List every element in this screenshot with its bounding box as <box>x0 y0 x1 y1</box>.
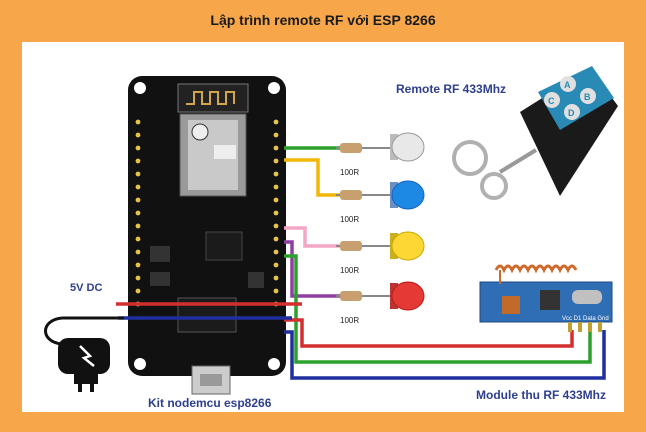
led-group: 100R 100R 100R 100R <box>336 132 425 325</box>
kit-label: Kit nodemcu esp8266 <box>148 396 272 410</box>
module-label: Module thu RF 433Mhz <box>476 388 606 402</box>
resistor-1 <box>336 143 392 153</box>
resistor-label-4: 100R <box>340 316 359 325</box>
led-blue <box>390 180 425 210</box>
diagram-title: Lập trình remote RF với ESP 8266 <box>210 12 436 28</box>
resistor-4 <box>336 291 392 301</box>
remote-control: A C B D <box>452 66 618 200</box>
remote-btn-c: C <box>548 96 555 106</box>
resistor-label-1: 100R <box>340 168 359 177</box>
led-red <box>390 281 425 311</box>
module-pin-labels: Vcc D1 Data Gnd <box>562 316 609 322</box>
remote-btn-a: A <box>564 80 571 90</box>
led-white <box>390 132 425 162</box>
remote-btn-b: B <box>584 92 591 102</box>
rf-receiver-module: Vcc D1 Data Gnd <box>479 264 613 332</box>
remote-label: Remote RF 433Mhz <box>396 82 507 96</box>
power-adapter <box>44 316 124 392</box>
resistor-label-2: 100R <box>340 215 359 224</box>
resistor-3 <box>336 241 392 251</box>
remote-btn-d: D <box>568 108 575 118</box>
resistor-label-3: 100R <box>340 266 359 275</box>
led-yellow <box>390 231 425 261</box>
diagram-panel <box>22 42 624 412</box>
nodemcu-board <box>128 76 286 395</box>
resistor-2 <box>336 190 392 200</box>
power-label: 5V DC <box>70 282 103 294</box>
